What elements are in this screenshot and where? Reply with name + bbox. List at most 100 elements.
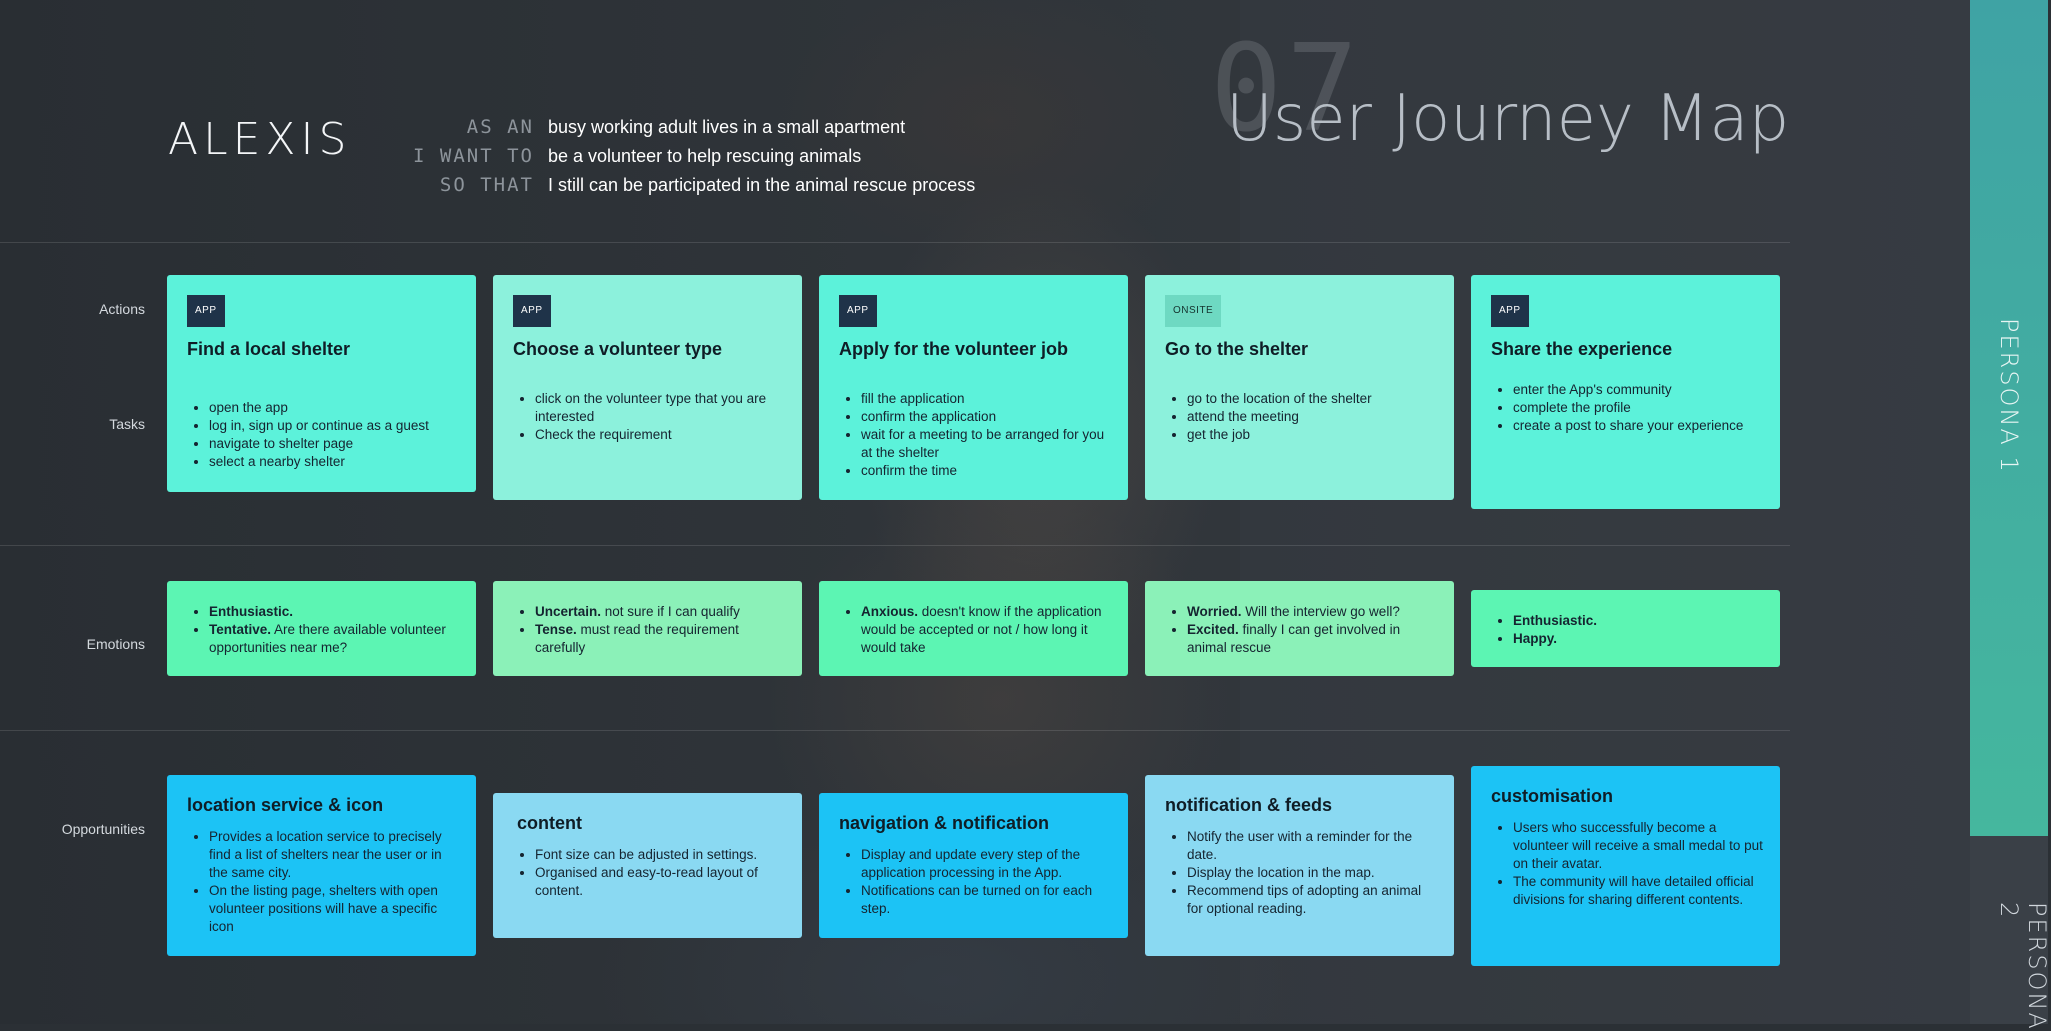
story-key: AS AN [466, 116, 534, 138]
persona-2-tab[interactable] [1970, 836, 2048, 1024]
page-title: User Journey Map [1226, 82, 1790, 156]
action-card-share-experience[interactable]: APP Share the experience enter the App's… [1471, 275, 1780, 509]
row-label-opportunities: Opportunities [61, 821, 145, 837]
opportunity-item: Provides a location service to precisely… [209, 828, 462, 882]
channel-badge: ONSITE [1165, 295, 1222, 327]
opportunity-list: Display and update every step of the app… [839, 846, 1114, 918]
emotion-list: Worried. Will the interview go well? Exc… [1165, 603, 1440, 657]
action-card-apply-volunteer-job[interactable]: APP Apply for the volunteer job fill the… [819, 275, 1128, 500]
emotion-card: Enthusiastic. Happy. [1471, 590, 1780, 667]
emotion-list: Enthusiastic. Happy. [1491, 612, 1766, 648]
task-item: fill the application [861, 390, 1114, 408]
story-value: be a volunteer to help rescuing animals [548, 146, 862, 166]
emotion-item: Tense. must read the requirement careful… [535, 621, 788, 657]
opportunity-card[interactable]: location service & icon Provides a locat… [167, 775, 476, 956]
opportunity-item: Display and update every step of the app… [861, 846, 1114, 882]
opportunity-card[interactable]: customisation Users who successfully bec… [1471, 766, 1780, 966]
task-item: wait for a meeting to be arranged for yo… [861, 426, 1114, 462]
task-list: fill the application confirm the applica… [839, 390, 1114, 480]
emotion-list: Enthusiastic. Tentative. Are there avail… [187, 603, 462, 657]
opportunity-item: The community will have detailed officia… [1513, 873, 1766, 909]
opportunity-list: Provides a location service to precisely… [187, 828, 462, 936]
opportunity-card[interactable]: navigation & notification Display and up… [819, 793, 1128, 938]
opportunity-title: customisation [1491, 786, 1614, 806]
row-label-actions: Actions [99, 301, 145, 317]
task-item: confirm the time [861, 462, 1114, 480]
opportunity-item: On the listing page, shelters with open … [209, 882, 462, 936]
action-card-choose-volunteer-type[interactable]: APP Choose a volunteer type click on the… [493, 275, 802, 500]
opportunity-card[interactable]: content Font size can be adjusted in set… [493, 793, 802, 938]
task-list: click on the volunteer type that you are… [513, 390, 788, 444]
action-card-go-to-shelter[interactable]: ONSITE Go to the shelter go to the locat… [1145, 275, 1454, 500]
story-row-so-that: SO THAT I still can be participated in t… [380, 174, 975, 203]
emotion-list: Anxious. doesn't know if the application… [839, 603, 1114, 657]
action-title: Find a local shelter [187, 339, 351, 359]
task-item: Check the requirement [535, 426, 788, 444]
emotion-item: Enthusiastic. [209, 603, 462, 621]
task-item: confirm the application [861, 408, 1114, 426]
task-item: open the app [209, 399, 462, 417]
task-item: complete the profile [1513, 399, 1766, 417]
section-divider [0, 242, 1790, 243]
persona-1-tab[interactable] [1970, 0, 2048, 836]
opportunity-title: notification & feeds [1165, 795, 1333, 815]
opportunity-item: Users who successfully become a voluntee… [1513, 819, 1766, 873]
opportunity-title: location service & icon [187, 795, 384, 815]
emotion-item: Tentative. Are there available volunteer… [209, 621, 462, 657]
persona-1-label[interactable]: PERSONA 1 [1995, 318, 2023, 474]
opportunity-list: Users who successfully become a voluntee… [1491, 819, 1766, 909]
task-item: log in, sign up or continue as a guest [209, 417, 462, 435]
opportunity-item: Notify the user with a reminder for the … [1187, 828, 1440, 864]
story-row-i-want-to: I WANT TO be a volunteer to help rescuin… [380, 145, 975, 174]
opportunity-card[interactable]: notification & feeds Notify the user wit… [1145, 775, 1454, 956]
opportunity-item: Organised and easy-to-read layout of con… [535, 864, 788, 900]
row-label-emotions: Emotions [86, 636, 145, 652]
emotion-item: Happy. [1513, 630, 1766, 648]
task-item: get the job [1187, 426, 1440, 444]
task-item: click on the volunteer type that you are… [535, 390, 788, 426]
emotion-list: Uncertain. not sure if I can qualify Ten… [513, 603, 788, 657]
story-value: busy working adult lives in a small apar… [548, 117, 906, 137]
task-item: go to the location of the shelter [1187, 390, 1440, 408]
opportunity-title: navigation & notification [839, 813, 1049, 833]
task-list: enter the App's community complete the p… [1491, 381, 1766, 435]
task-item: navigate to shelter page [209, 435, 462, 453]
opportunity-item: Recommend tips of adopting an animal for… [1187, 882, 1440, 918]
channel-badge: APP [1491, 295, 1529, 327]
emotion-item: Excited. finally I can get involved in a… [1187, 621, 1440, 657]
opportunity-item: Font size can be adjusted in settings. [535, 846, 788, 864]
section-divider [0, 545, 1790, 546]
emotion-card: Worried. Will the interview go well? Exc… [1145, 581, 1454, 676]
story-key: SO THAT [439, 174, 534, 196]
task-item: select a nearby shelter [209, 453, 462, 471]
channel-badge: APP [839, 295, 877, 327]
emotion-card: Anxious. doesn't know if the application… [819, 581, 1128, 676]
opportunity-list: Font size can be adjusted in settings. O… [513, 846, 788, 900]
action-card-find-shelter[interactable]: APP Find a local shelter open the app lo… [167, 275, 476, 492]
opportunity-title: content [517, 813, 582, 833]
task-item: create a post to share your experience [1513, 417, 1766, 435]
action-title: Apply for the volunteer job [839, 339, 1069, 359]
persona-name: ALEXIS [168, 114, 352, 165]
story-key: I WANT TO [413, 145, 534, 167]
action-title: Share the experience [1491, 339, 1673, 359]
task-item: attend the meeting [1187, 408, 1440, 426]
emotion-card: Uncertain. not sure if I can qualify Ten… [493, 581, 802, 676]
opportunity-item: Notifications can be turned on for each … [861, 882, 1114, 918]
action-title: Go to the shelter [1165, 339, 1309, 359]
emotion-item: Worried. Will the interview go well? [1187, 603, 1440, 621]
emotion-card: Enthusiastic. Tentative. Are there avail… [167, 581, 476, 676]
channel-badge: APP [187, 295, 225, 327]
task-list: go to the location of the shelter attend… [1165, 390, 1440, 444]
row-label-tasks: Tasks [109, 416, 145, 432]
story-value: I still can be participated in the anima… [548, 175, 976, 195]
task-item: enter the App's community [1513, 381, 1766, 399]
emotion-item: Uncertain. not sure if I can qualify [535, 603, 788, 621]
persona-2-label[interactable]: PERSONA 2 [1995, 902, 2051, 1031]
story-row-as-an: AS AN busy working adult lives in a smal… [380, 116, 975, 145]
user-story: AS AN busy working adult lives in a smal… [380, 116, 975, 203]
opportunity-list: Notify the user with a reminder for the … [1165, 828, 1440, 918]
emotion-item: Anxious. doesn't know if the application… [861, 603, 1114, 657]
emotion-item: Enthusiastic. [1513, 612, 1766, 630]
section-divider [0, 730, 1790, 731]
